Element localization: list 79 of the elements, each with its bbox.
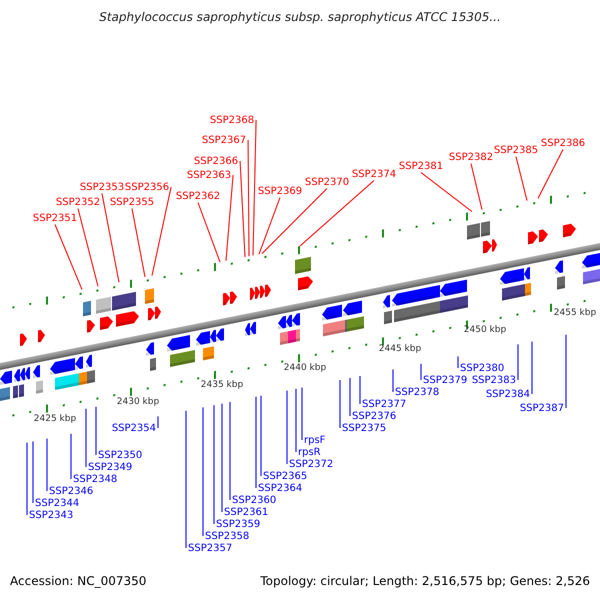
gene-label: SSP2376 [352, 410, 396, 422]
gene-label: SSP2385 [494, 144, 538, 156]
scale-label: 2425 kbp [34, 414, 76, 424]
gene-label: SSP2383 [472, 374, 516, 386]
leader-line [26, 442, 28, 516]
gene-label: SSP2353 [80, 182, 124, 192]
scale-label: 2435 kbp [200, 380, 244, 390]
gene-label: SSP2356 [124, 182, 170, 192]
accession-text: Accession: NC_007350 [10, 574, 146, 588]
leader-line [420, 363, 422, 380]
gene-label: SSP2361 [224, 506, 268, 518]
gene-label: SSP2386 [540, 138, 586, 148]
leader-line [32, 440, 34, 504]
leader-line [392, 368, 394, 392]
leader-line [470, 163, 482, 210]
leader-line [132, 208, 146, 278]
gene-label: SSP2360 [232, 494, 276, 506]
gene-label: SSP2357 [188, 542, 232, 554]
gene-label: rpsR [298, 446, 321, 458]
gene-label: SSP2387 [520, 402, 564, 414]
gene-label: SSP2359 [216, 518, 260, 530]
gene-label: SSP2384 [486, 388, 530, 400]
genome-info-text: Topology: circular; Length: 2,516,575 bp; Genes: 2,526 [260, 574, 590, 588]
gene-label: SSP2350 [98, 450, 142, 460]
scale-label: 2455 kbp [554, 308, 596, 318]
gene-label: SSP2379 [423, 374, 468, 386]
gene-label: SSP2374 [352, 168, 396, 180]
leader-line [248, 140, 250, 257]
gene-label: SSP2365 [263, 470, 308, 482]
gene-label: SSP2368 [210, 114, 254, 126]
gene-label: SSP2355 [110, 196, 154, 208]
leader-line [46, 438, 48, 492]
gene-label: SSP2369 [258, 186, 302, 196]
leader-line [516, 156, 528, 202]
map-title: Staphylococcus saprophyticus subsp. saprophyticus ATCC 15305... [98, 10, 502, 24]
gene-label: SSP2358 [205, 530, 250, 542]
leader-line [202, 406, 204, 536]
gene-label: SSP2343 [29, 510, 74, 520]
gene-label: SSP2363 [186, 170, 232, 180]
leader-line [54, 224, 82, 290]
gene-label: SSP2344 [35, 498, 80, 508]
gene-label: SSP2364 [258, 482, 302, 494]
leader-line [78, 208, 98, 287]
leader-line [152, 186, 172, 276]
leader-line [538, 149, 564, 199]
gene-label: SSP2352 [56, 196, 100, 208]
scale-label: 2445 kbp [378, 344, 422, 354]
scale-label: 2430 kbp [116, 397, 160, 407]
leader-line [286, 390, 288, 464]
leader-line [420, 172, 472, 212]
leader-line [102, 193, 120, 283]
gene-label: SSP2377 [362, 398, 406, 410]
gene-label: SSP2367 [202, 134, 246, 146]
leader-line [252, 120, 257, 256]
scale-label: 2440 kbp [284, 363, 326, 373]
gene-label: SSP2354 [112, 422, 156, 434]
gene-label: SSP2366 [194, 156, 238, 166]
gene-label: SSP2382 [448, 152, 494, 162]
gene-label: SSP2375 [342, 422, 386, 434]
gene-label: SSP2346 [49, 486, 94, 496]
leader-line [226, 174, 234, 262]
leader-line [300, 180, 374, 246]
leader-line [262, 188, 328, 254]
leader-line [258, 197, 280, 255]
scale-label: 2450 kbp [464, 325, 506, 335]
gene-label: SSP2348 [73, 474, 118, 484]
gene-label: SSP2362 [176, 190, 220, 202]
gene-label: SSP2372 [289, 458, 334, 470]
leader-line [70, 433, 72, 480]
gene-label: SSP2349 [88, 462, 132, 472]
gene-label: SSP2378 [395, 386, 440, 398]
gene-label: SSP2380 [460, 362, 504, 374]
gene-label: rpsF [304, 434, 326, 446]
leader-line [240, 160, 246, 258]
gene-label: SSP2381 [398, 160, 444, 172]
leader-line [198, 202, 220, 262]
leader-line [260, 395, 262, 476]
gene-label: SSP2351 [32, 212, 78, 224]
gene-label: SSP2370 [304, 176, 350, 188]
